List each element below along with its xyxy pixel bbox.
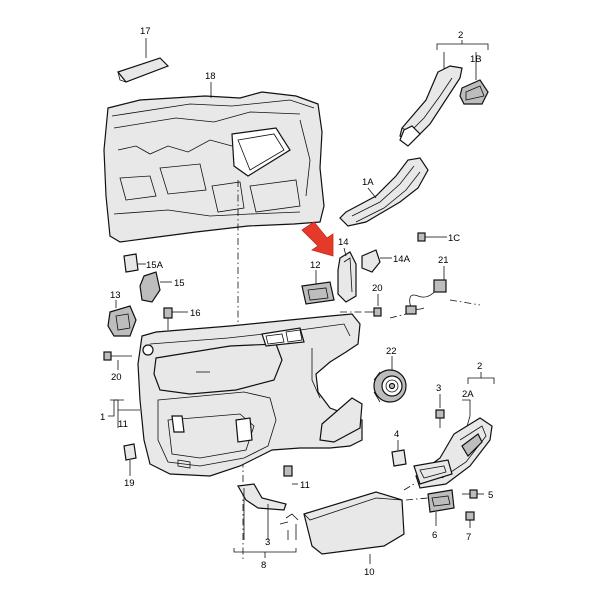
label-15a: 15A xyxy=(146,260,164,271)
part-14a-cap xyxy=(361,249,392,273)
label-3-right: 3 xyxy=(436,383,441,394)
part-14-bracket xyxy=(337,247,357,303)
part-3-bracket xyxy=(237,483,299,540)
label-10: 10 xyxy=(364,567,375,578)
label-14: 14 xyxy=(338,237,349,248)
label-20-upper: 20 xyxy=(372,283,383,294)
part-5-screw xyxy=(462,489,484,499)
label-13: 13 xyxy=(110,290,121,301)
part-19-clip xyxy=(123,443,137,476)
label-6: 6 xyxy=(432,530,437,541)
label-20-lower: 20 xyxy=(111,372,122,383)
label-17: 17 xyxy=(140,26,151,37)
part-21-cable xyxy=(389,266,481,319)
label-7: 7 xyxy=(466,532,471,543)
part-15-hinge xyxy=(139,271,172,303)
label-14a: 14A xyxy=(393,254,411,265)
label-4: 4 xyxy=(394,429,399,440)
label-16: 16 xyxy=(190,308,201,319)
part-20-screw-upper xyxy=(340,294,382,317)
part-7-screw xyxy=(465,511,475,528)
part-17-pad xyxy=(116,38,170,83)
part-1a-armrest-handle xyxy=(339,157,429,227)
part-1-brace xyxy=(108,399,124,417)
label-18: 18 xyxy=(205,71,216,82)
part-13-lock-mechanism xyxy=(107,300,137,337)
part-2-armrest-upper xyxy=(399,40,489,147)
callout-labels: 17 18 2 1B 1A 1C 14 14A 21 12 20 15A 15 … xyxy=(100,26,493,578)
label-8: 8 xyxy=(261,560,266,571)
label-11-left: 11 xyxy=(118,419,128,430)
part-4-clip xyxy=(391,440,407,467)
part-22-speaker xyxy=(373,356,407,403)
part-8-brace xyxy=(233,548,297,558)
part-1-door-trim-panel xyxy=(137,313,363,477)
label-11-center: 11 xyxy=(300,480,310,491)
part-6-switch xyxy=(405,489,455,526)
label-21: 21 xyxy=(438,255,449,266)
part-1c-screw xyxy=(417,232,447,242)
part-12-housing xyxy=(301,270,335,305)
label-15: 15 xyxy=(174,278,185,289)
part-20-screw-lower xyxy=(103,344,154,370)
part-15a-clip xyxy=(123,253,146,273)
part-16-pin xyxy=(163,307,188,330)
label-1: 1 xyxy=(100,412,105,423)
label-1b: 1B xyxy=(470,54,482,65)
label-1c: 1C xyxy=(448,233,460,244)
label-5: 5 xyxy=(488,490,493,501)
part-10-pocket-liner xyxy=(303,491,405,564)
label-22: 22 xyxy=(386,346,397,357)
part-2-armrest-lower xyxy=(403,372,495,491)
label-2-right: 2 xyxy=(477,361,482,372)
label-19: 19 xyxy=(124,478,135,489)
part-18-insulation-panel xyxy=(103,82,325,243)
part-11-clip-center xyxy=(283,465,298,485)
label-2-top: 2 xyxy=(458,30,463,41)
label-12: 12 xyxy=(310,260,321,271)
part-3-screw-right xyxy=(435,394,445,428)
label-1a: 1A xyxy=(362,177,374,188)
label-2a: 2A xyxy=(462,389,474,400)
label-3-lower: 3 xyxy=(265,537,270,548)
highlight-arrow xyxy=(301,221,334,257)
